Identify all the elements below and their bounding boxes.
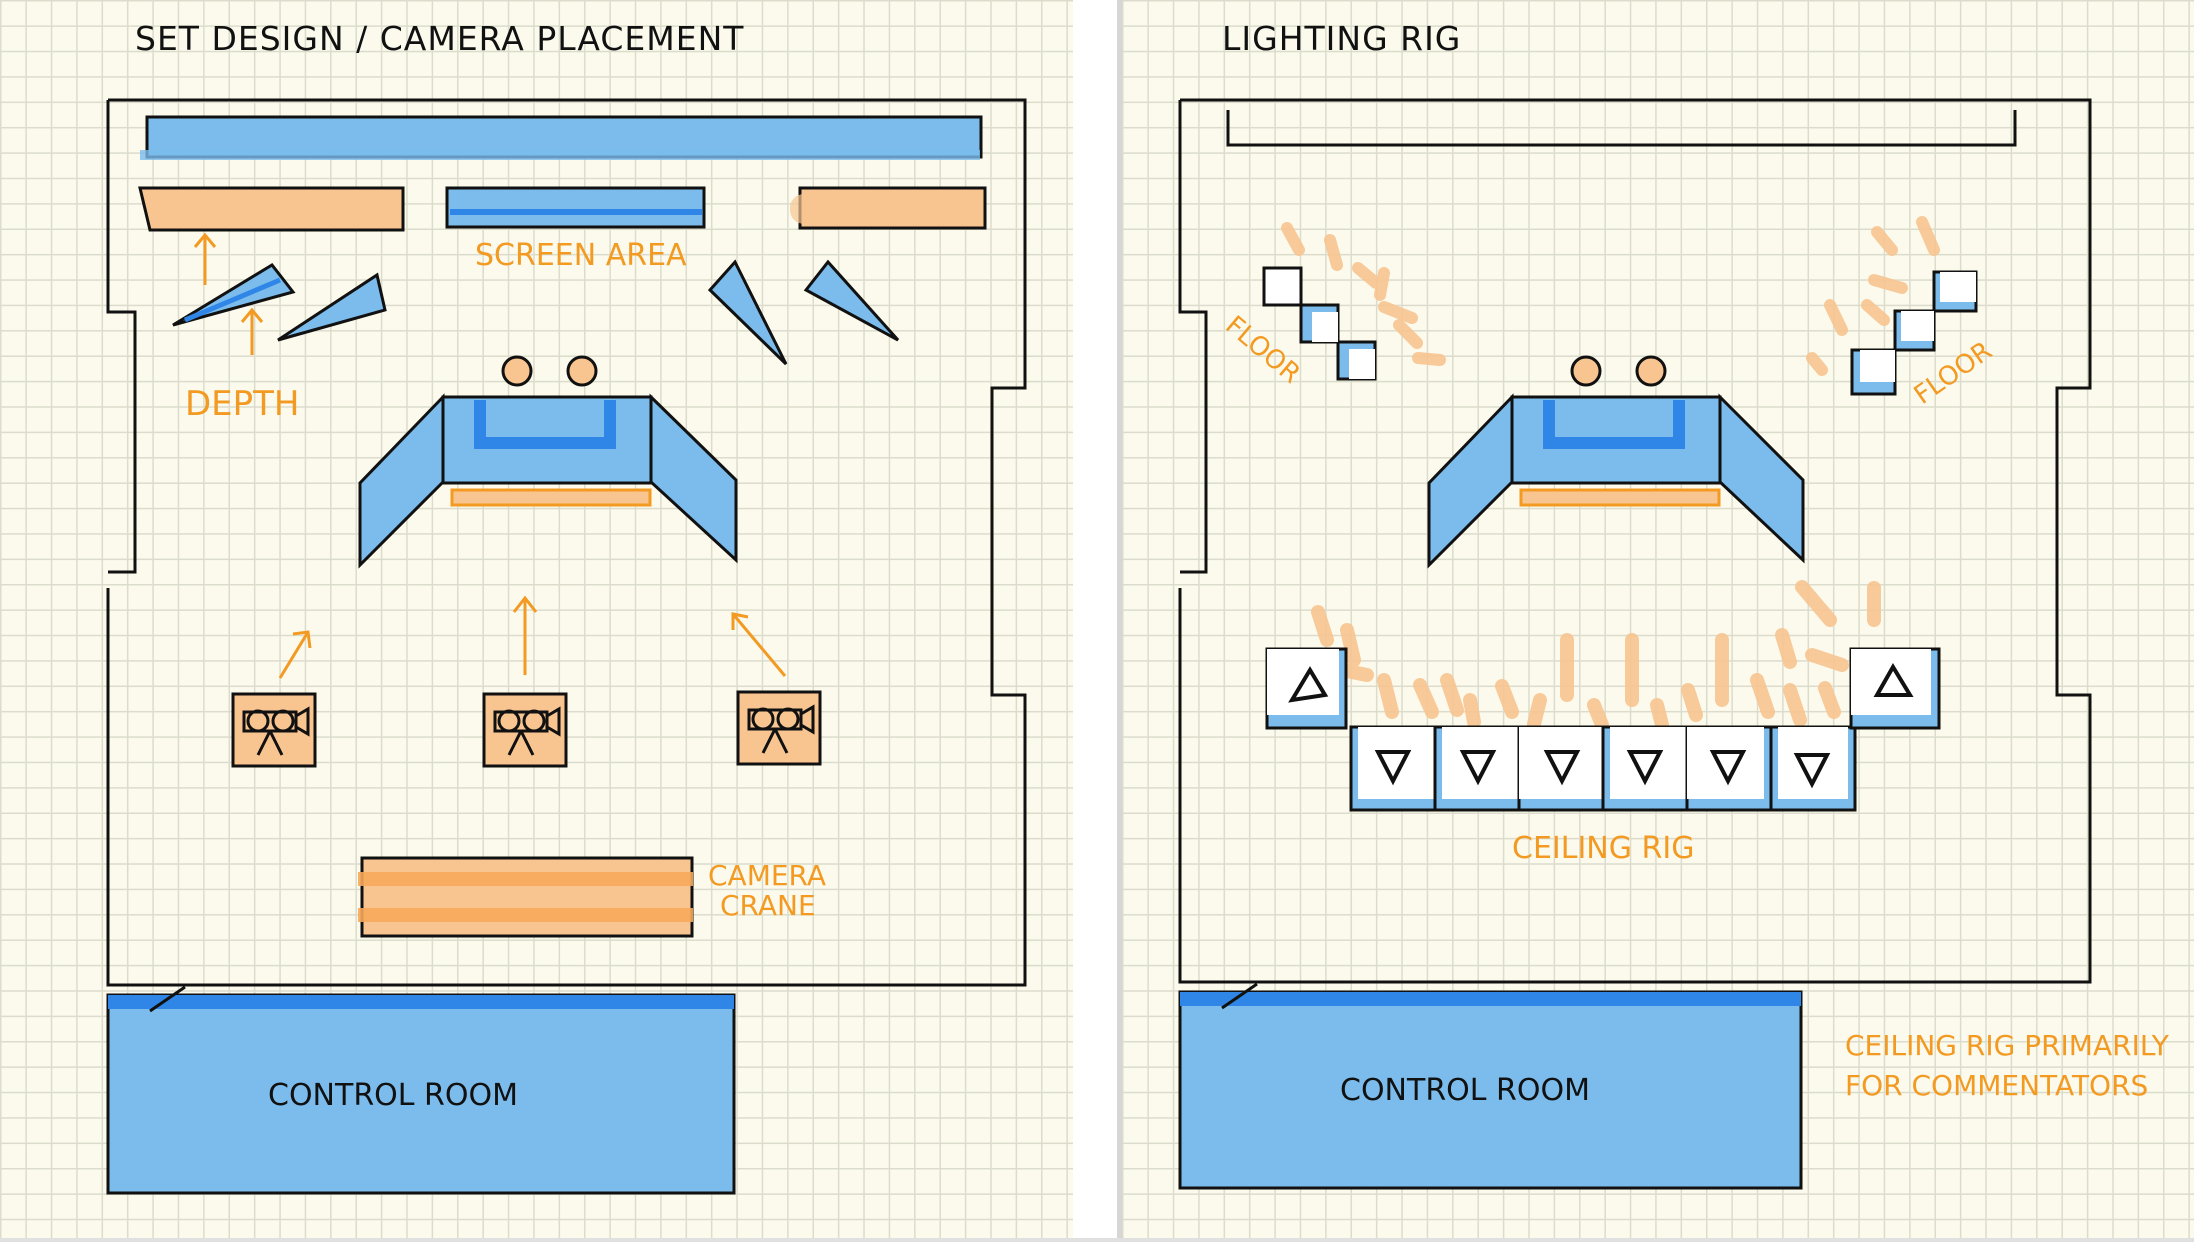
set-design-diagram: SET DESIGN / CAMERA PLACEMENT SCREEN ARE… [106, 19, 1027, 1195]
commentator-2 [566, 355, 598, 387]
commentator-desk [358, 393, 738, 569]
control-room-left-label: CONTROL ROOM [268, 1078, 518, 1113]
control-room-left [106, 985, 736, 1195]
set-design-title: SET DESIGN / CAMERA PLACEMENT [135, 19, 744, 58]
floor-lights-right [1806, 216, 1978, 396]
camera-crane-label-line2: CRANE [720, 889, 816, 922]
lighting-rig-diagram: LIGHTING RIG FLOOR [1178, 19, 2170, 1190]
screen-area-label: SCREEN AREA [475, 238, 687, 273]
back-screen-glow [140, 150, 980, 160]
lighting-studio-outline [1178, 98, 2092, 984]
depth-label: DEPTH [185, 384, 300, 424]
camera-2 [482, 692, 568, 768]
depth-wedge-1-accent [184, 277, 281, 323]
ceiling-rig-beams [1311, 580, 1881, 732]
lighting-rig-title: LIGHTING RIG [1222, 19, 1461, 58]
ceiling-rig [1265, 647, 1941, 812]
screen-area-block [445, 186, 706, 229]
set-design-panel: SET DESIGN / CAMERA PLACEMENT SCREEN ARE… [0, 0, 1073, 1242]
camera-1 [231, 692, 317, 768]
studio-wall-outline [106, 98, 1027, 987]
depth-wedge-4 [803, 259, 900, 342]
lighting-commentator-1 [1570, 355, 1602, 387]
camera-crane-label-line1: CAMERA [708, 859, 826, 892]
ceiling-rig-note-line1: CEILING RIG PRIMARILY [1845, 1029, 2170, 1062]
floor-left-label: FLOOR [1220, 310, 1306, 389]
ceiling-rig-label: CEILING RIG [1512, 831, 1694, 866]
top-truss [1226, 110, 2017, 147]
depth-wedge-2 [277, 272, 387, 342]
lighting-commentator-desk [1427, 393, 1805, 569]
camera-3 [736, 690, 822, 766]
commentator-1 [501, 355, 533, 387]
left-riser [138, 186, 405, 232]
right-riser-glow [790, 194, 980, 224]
depth-wedge-3 [707, 259, 788, 366]
camera-crane [358, 856, 694, 938]
lighting-commentator-2 [1635, 355, 1667, 387]
bottom-edge [0, 1238, 2194, 1242]
depth-arrows [193, 232, 264, 355]
control-room-right-label: CONTROL ROOM [1340, 1073, 1590, 1108]
panel-divider [1073, 0, 1122, 1242]
lighting-rig-panel: LIGHTING RIG FLOOR [1122, 0, 2194, 1242]
floor-lights-left [1262, 222, 1446, 381]
camera-arrows [278, 595, 787, 679]
control-room-right [1178, 982, 1803, 1190]
ceiling-rig-note-line2: FOR COMMENTATORS [1845, 1069, 2148, 1102]
